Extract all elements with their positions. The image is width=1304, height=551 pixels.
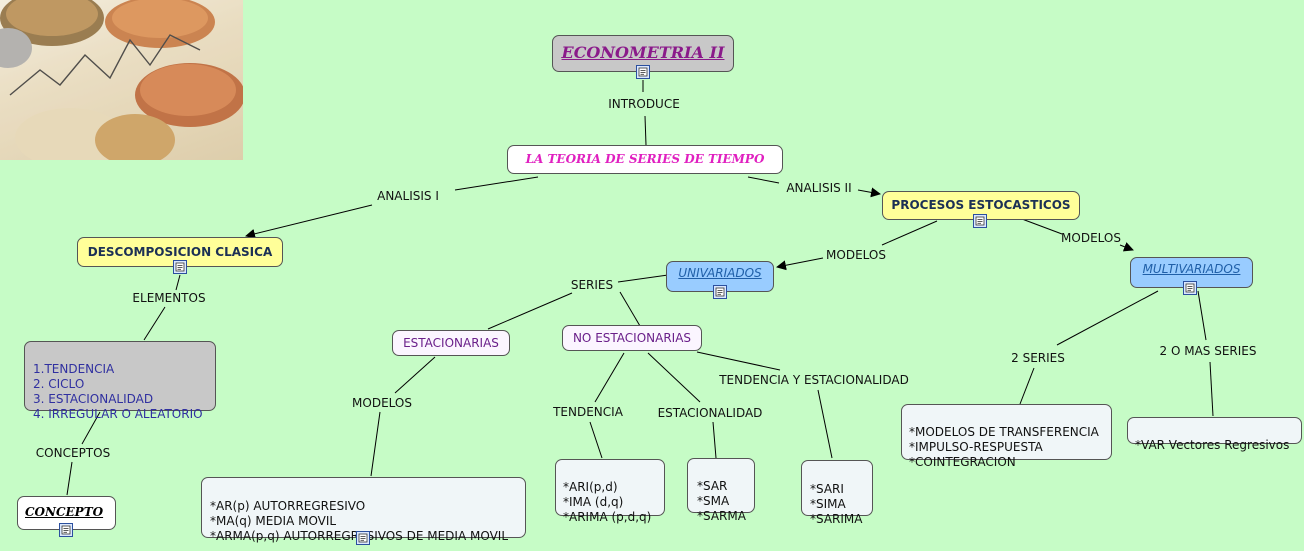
document-icon[interactable] xyxy=(636,65,650,79)
transfer-models-node[interactable]: *MODELOS DE TRANSFERENCIA *IMPULSO-RESPU… xyxy=(901,404,1112,469)
link-modelos-multi: MODELOS xyxy=(1061,231,1121,245)
document-icon[interactable] xyxy=(173,260,187,274)
root-title: ECONOMETRIA II xyxy=(561,43,725,62)
link-tendencia: TENDENCIA xyxy=(553,405,623,419)
ari-models-node[interactable]: *ARI(p,d) *IMA (d,q) *ARIMA (p,d,q) xyxy=(555,459,665,524)
link-2-series: 2 SERIES xyxy=(1011,351,1065,365)
ar-models-list: *AR(p) AUTORREGRESIVO *MA(q) MEDIA MOVIL… xyxy=(210,499,509,543)
link-analisis-2: ANALISIS II xyxy=(786,181,852,195)
link-estacionalidad: ESTACIONALIDAD xyxy=(657,406,763,420)
estacionarias-node[interactable]: ESTACIONARIAS xyxy=(392,330,510,356)
var-models-list: *VAR Vectores Regresivos xyxy=(1135,438,1290,452)
procesos-label: PROCESOS ESTOCASTICOS xyxy=(891,198,1071,212)
document-icon[interactable] xyxy=(1183,281,1197,295)
ari-models-list: *ARI(p,d) *IMA (d,q) *ARIMA (p,d,q) xyxy=(563,480,652,524)
multivariados-link[interactable]: MULTIVARIADOS xyxy=(1142,262,1241,276)
link-introduce: INTRODUCE xyxy=(608,97,680,111)
root-node[interactable]: ECONOMETRIA II xyxy=(552,35,734,72)
link-modelos-est: MODELOS xyxy=(352,396,412,410)
document-icon[interactable] xyxy=(356,531,370,545)
coins-photo xyxy=(0,0,243,160)
link-analisis-1: ANALISIS I xyxy=(377,189,439,203)
elementos-list-node[interactable]: 1.TENDENCIA 2. CICLO 3. ESTACIONALIDAD 4… xyxy=(24,341,216,421)
teoria-node[interactable]: LA TEORIA DE SERIES DE TIEMPO xyxy=(507,145,783,174)
link-series: SERIES xyxy=(570,278,614,292)
document-icon[interactable] xyxy=(59,523,73,537)
sar-models-list: *SAR *SMA *SARMA xyxy=(697,479,746,523)
no-estacionarias-node[interactable]: NO ESTACIONARIAS xyxy=(562,325,702,351)
var-models-node[interactable]: *VAR Vectores Regresivos xyxy=(1127,417,1302,452)
concepto-label: CONCEPTO xyxy=(25,505,104,519)
document-icon[interactable] xyxy=(973,214,987,228)
sar-models-node[interactable]: *SAR *SMA *SARMA xyxy=(687,458,755,523)
link-2-o-mas-series: 2 O MAS SERIES xyxy=(1159,344,1257,358)
link-modelos-uni: MODELOS xyxy=(826,248,886,262)
no-estacionarias-label: NO ESTACIONARIAS xyxy=(572,331,692,345)
descomposicion-label: DESCOMPOSICION CLASICA xyxy=(87,245,273,259)
transfer-models-list: *MODELOS DE TRANSFERENCIA *IMPULSO-RESPU… xyxy=(909,425,1099,469)
link-conceptos: CONCEPTOS xyxy=(35,446,111,460)
ar-models-node[interactable]: *AR(p) AUTORREGRESIVO *MA(q) MEDIA MOVIL… xyxy=(201,477,526,543)
link-tendencia-estacionalidad: TENDENCIA Y ESTACIONALIDAD xyxy=(719,373,909,387)
univariados-link[interactable]: UNIVARIADOS xyxy=(678,266,762,280)
document-icon[interactable] xyxy=(713,285,727,299)
estacionarias-label: ESTACIONARIAS xyxy=(403,336,499,350)
sari-models-node[interactable]: *SARI *SIMA *SARIMA xyxy=(801,460,873,526)
elementos-list: 1.TENDENCIA 2. CICLO 3. ESTACIONALIDAD 4… xyxy=(33,362,203,421)
link-elementos: ELEMENTOS xyxy=(132,291,206,305)
teoria-title: LA TEORIA DE SERIES DE TIEMPO xyxy=(525,152,765,166)
sari-models-list: *SARI *SIMA *SARIMA xyxy=(810,482,863,526)
